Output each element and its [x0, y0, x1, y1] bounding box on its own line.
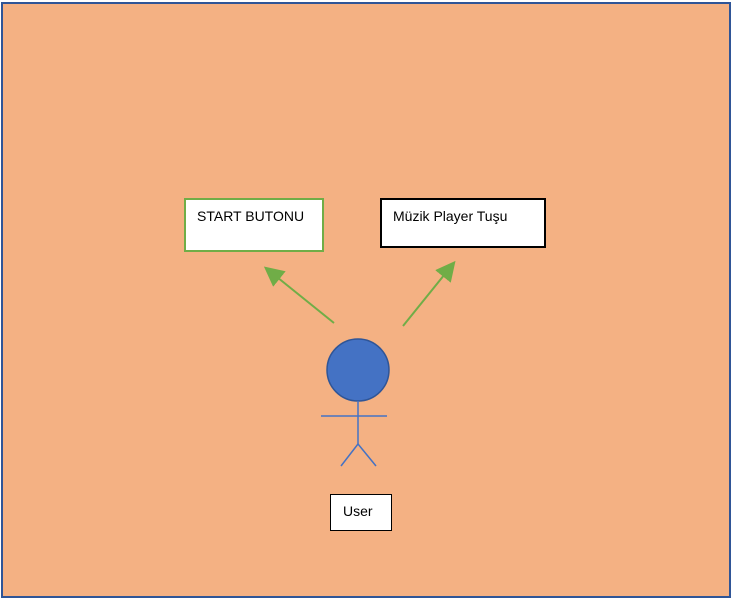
actor-right-leg — [357, 443, 377, 467]
arrow-to-start-button — [263, 266, 335, 324]
arrow-to-music-player — [402, 260, 456, 327]
actor-head — [326, 338, 390, 402]
start-button-box: START BUTONU — [184, 198, 324, 252]
user-label: User — [343, 503, 373, 519]
user-actor-icon — [321, 338, 390, 467]
music-player-label: Müzik Player Tuşu — [393, 208, 508, 224]
music-player-box: Müzik Player Tuşu — [380, 198, 546, 248]
user-label-box: User — [330, 494, 392, 531]
actor-left-leg — [340, 443, 359, 467]
start-button-label: START BUTONU — [197, 208, 305, 224]
